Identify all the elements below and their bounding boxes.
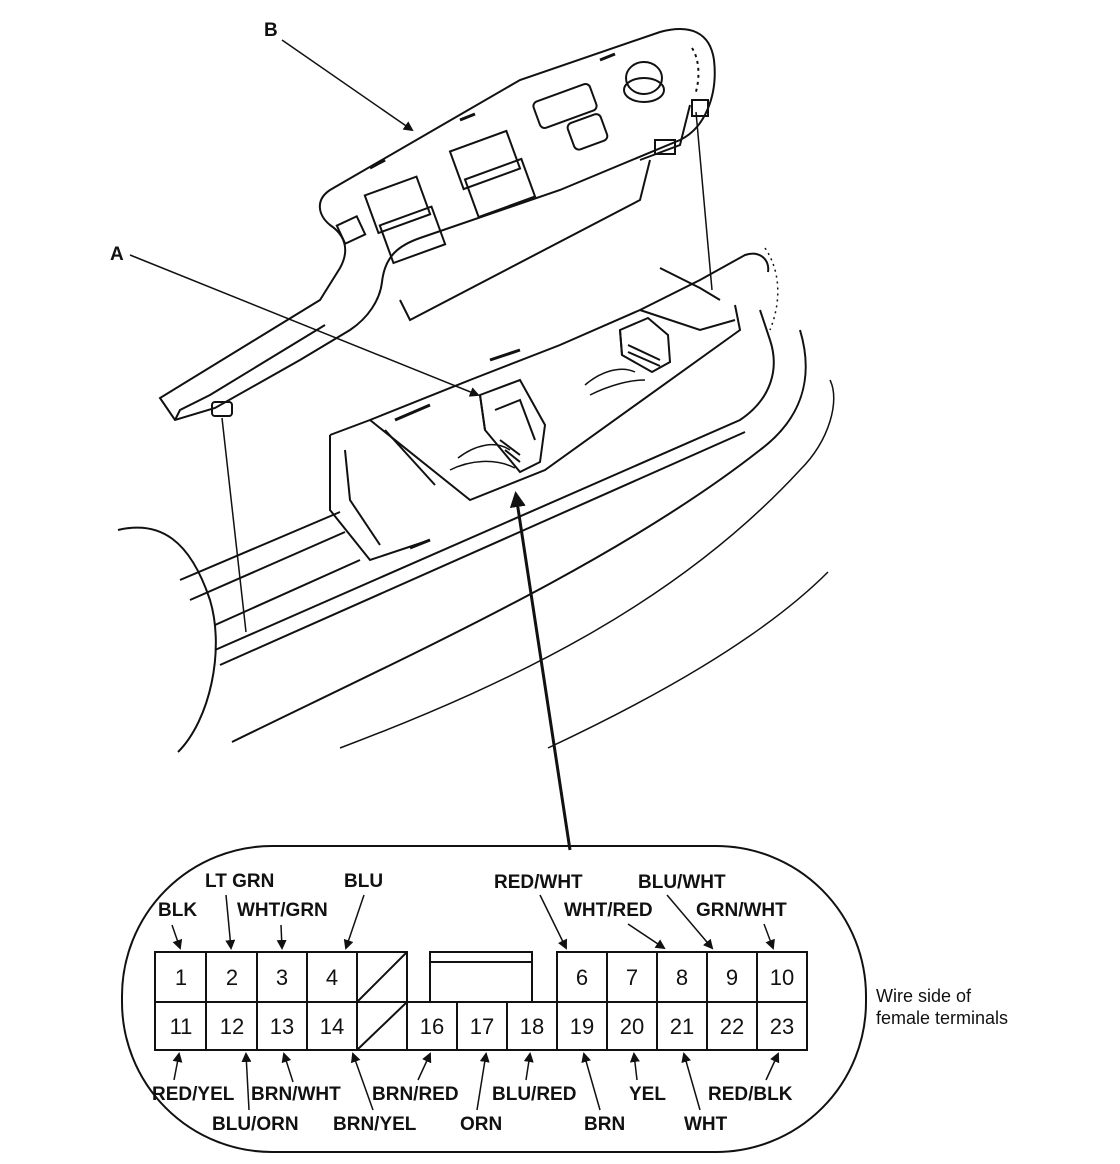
terminal-8: 8: [676, 965, 688, 990]
terminal-10: 10: [770, 965, 794, 990]
wire-label-yel: YEL: [629, 1084, 666, 1105]
wire-leaders-bottom: [172, 1052, 780, 1111]
callout-b-leader: [281, 39, 414, 132]
wire-label-red-wht: RED/WHT: [494, 872, 583, 893]
terminal-3: 3: [276, 965, 288, 990]
terminal-9: 9: [726, 965, 738, 990]
terminal-1: 1: [175, 965, 187, 990]
terminal-11: 11: [170, 1014, 193, 1039]
wire-leaders-top: [171, 894, 775, 950]
connector-callout-box: [121, 845, 867, 1153]
wire-label-red-yel: RED/YEL: [152, 1084, 235, 1105]
connector-grid: [154, 951, 808, 1051]
wire-label-blu-red: BLU/RED: [492, 1084, 576, 1105]
wire-label-grn-wht: GRN/WHT: [696, 900, 787, 921]
door-panel-illustration: [117, 28, 835, 753]
terminal-18: 18: [520, 1014, 544, 1039]
terminal-23: 23: [770, 1014, 794, 1039]
terminal-22: 22: [720, 1014, 744, 1039]
terminal-16: 16: [420, 1014, 444, 1039]
wire-label-blu-orn: BLU/ORN: [212, 1114, 299, 1135]
wire-label-brn-red: BRN/RED: [372, 1084, 459, 1105]
wire-label-wht-red: WHT/RED: [564, 900, 653, 921]
wire-label-wht-grn: WHT/GRN: [237, 900, 328, 921]
terminal-20: 20: [620, 1014, 644, 1039]
terminal-12: 12: [220, 1014, 244, 1039]
note-line-2: female terminals: [876, 1008, 1008, 1028]
wire-labels-top: LT GRN BLU BLK WHT/GRN RED/WHT BLU/WHT W…: [158, 871, 787, 921]
connector-top-row: 1 2 3 4 6 7 8 9 10: [175, 965, 794, 990]
callout-b: B: [264, 20, 278, 41]
wire-label-orn: ORN: [460, 1114, 502, 1135]
wire-label-blk: BLK: [158, 900, 197, 921]
wire-label-lt-grn: LT GRN: [205, 871, 274, 892]
wire-label-blu: BLU: [344, 871, 383, 892]
wire-label-brn-yel: BRN/YEL: [333, 1114, 417, 1135]
note-line-1: Wire side of: [876, 986, 972, 1006]
wire-label-blu-wht: BLU/WHT: [638, 872, 726, 893]
connector-pointer-arrow: [509, 491, 572, 851]
callout-a-leader: [129, 254, 480, 397]
wire-label-wht: WHT: [684, 1114, 728, 1135]
wire-label-brn: BRN: [584, 1114, 625, 1135]
terminal-17: 17: [470, 1014, 494, 1039]
connector-bottom-row: 11 12 13 14 16 17 18 19 20 21 22 23: [170, 1014, 795, 1039]
terminal-13: 13: [270, 1014, 294, 1039]
wire-label-red-blk: RED/BLK: [708, 1084, 793, 1105]
terminal-14: 14: [320, 1014, 344, 1039]
terminal-21: 21: [670, 1014, 694, 1039]
wire-label-brn-wht: BRN/WHT: [251, 1084, 341, 1105]
wire-labels-bottom: RED/YEL BRN/WHT BRN/RED BLU/RED YEL RED/…: [152, 1084, 793, 1135]
callout-a: A: [110, 244, 124, 265]
terminal-2: 2: [226, 965, 238, 990]
terminal-7: 7: [626, 965, 638, 990]
terminal-4: 4: [326, 965, 338, 990]
terminal-6: 6: [576, 965, 588, 990]
terminal-19: 19: [570, 1014, 594, 1039]
